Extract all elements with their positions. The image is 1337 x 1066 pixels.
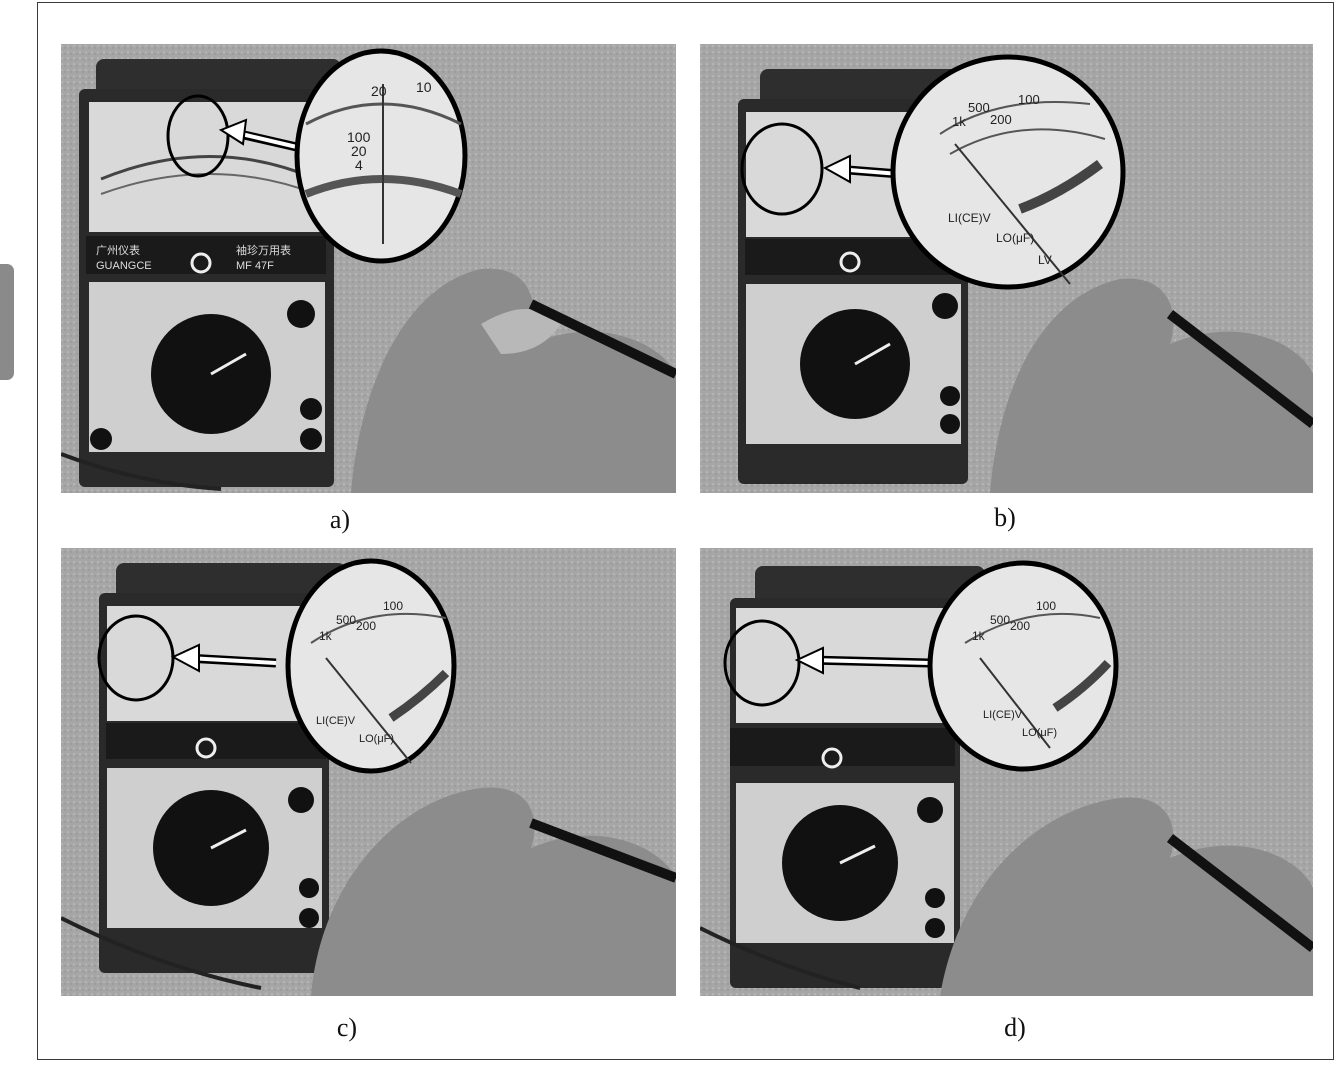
scale-tick-500: 500 xyxy=(968,100,990,115)
model-cn-text: 袖珍万用表 xyxy=(236,243,291,257)
scale-label-lice: LI(CE)V xyxy=(983,709,1023,721)
scale-tick-1k: 1k xyxy=(952,114,966,129)
scale-tick-500: 500 xyxy=(990,613,1010,627)
model-text: MF 47F xyxy=(236,260,274,272)
scale-tick-20: 20 xyxy=(371,83,387,99)
photo-panel-d: 1k 500 200 100 LI(CE)V LO(μF) xyxy=(700,548,1313,996)
scale-tick-1k: 1k xyxy=(319,629,333,643)
scale-label-lo: LO(μF) xyxy=(1022,727,1057,739)
scale-tick-100: 100 xyxy=(1018,92,1040,107)
scale-tick-1k: 1k xyxy=(972,629,986,643)
scale-tick-100: 100 xyxy=(383,599,403,613)
photo-panel-c: 1k 500 200 100 LI(CE)V LO(μF) xyxy=(61,548,676,996)
scale-tick-100: 100 xyxy=(1036,599,1056,613)
scale-tick-20b: 20 xyxy=(351,143,367,159)
brand-text: GUANGCE xyxy=(96,260,152,272)
side-tab xyxy=(0,264,14,380)
figure-frame xyxy=(37,2,1334,1060)
magnifier-icon xyxy=(294,48,468,264)
caption-d: d) xyxy=(1004,1013,1026,1042)
scale-tick-200: 200 xyxy=(1010,619,1030,633)
multimeter-photo: 1k 500 200 100 LI(CE)V LO(μF) LV xyxy=(700,44,1313,493)
scale-tick-4: 4 xyxy=(355,157,363,173)
brand-cn-text: 广州仪表 xyxy=(96,243,140,257)
magnifier-icon xyxy=(890,54,1126,290)
scale-label-lice: LI(CE)V xyxy=(316,715,356,727)
scale-tick-200: 200 xyxy=(990,112,1012,127)
scale-label-lo: LO(μF) xyxy=(359,733,394,745)
multimeter-photo: 1k 500 200 100 LI(CE)V LO(μF) xyxy=(61,548,676,996)
photo-panel-b: 1k 500 200 100 LI(CE)V LO(μF) LV xyxy=(700,44,1313,493)
scale-tick-500: 500 xyxy=(336,613,356,627)
caption-c: c) xyxy=(336,1013,358,1042)
photo-panel-a: 广州仪表 GUANGCE 袖珍万用表 MF 47F 20 10 100 20 4 xyxy=(61,44,676,493)
caption-b: b) xyxy=(994,503,1016,532)
multimeter-photo: 1k 500 200 100 LI(CE)V LO(μF) xyxy=(700,548,1313,996)
scale-label-lice: LI(CE)V xyxy=(948,211,991,225)
scale-tick-10: 10 xyxy=(416,79,432,95)
scale-tick-200: 200 xyxy=(356,619,376,633)
scale-label-lv: LV xyxy=(1038,253,1052,267)
scale-label-lo: LO(μF) xyxy=(996,231,1034,245)
caption-a: a) xyxy=(329,505,351,534)
multimeter-photo: 广州仪表 GUANGCE 袖珍万用表 MF 47F 20 10 100 20 4 xyxy=(61,44,676,493)
scale-tick-100: 100 xyxy=(347,129,371,145)
